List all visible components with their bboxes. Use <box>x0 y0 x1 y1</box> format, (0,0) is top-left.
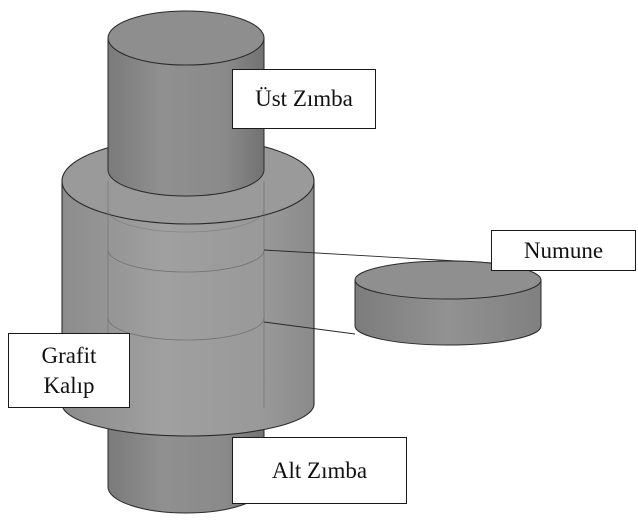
sample-label: Numune <box>491 230 636 271</box>
sample-label-text: Numune <box>523 237 604 263</box>
graphite-die-label-line1: Grafit <box>41 342 97 368</box>
graphite-die-label-line2: Kalıp <box>43 372 95 398</box>
upper-punch-label: Üst Zımba <box>232 69 376 129</box>
sample-disc <box>354 260 542 346</box>
upper-punch <box>107 10 265 197</box>
graphite-die-label: Grafit Kalıp <box>8 333 130 408</box>
lower-punch-label-text: Alt Zımba <box>271 457 368 483</box>
lower-punch-label: Alt Zımba <box>232 437 407 504</box>
upper-punch-label-text: Üst Zımba <box>255 86 353 111</box>
